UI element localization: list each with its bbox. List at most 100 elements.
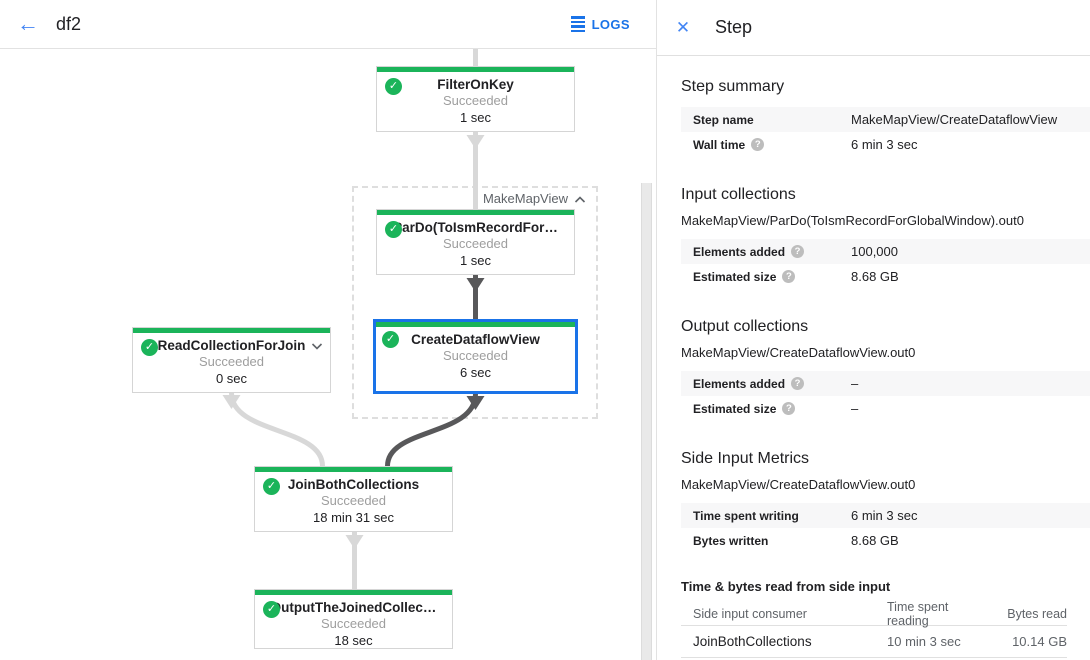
panel-body: Step summary Step name MakeMapView/Creat… xyxy=(657,56,1090,658)
panel-title: Step xyxy=(715,17,753,37)
side-input-collection-name: MakeMapView/CreateDataflowView.out0 xyxy=(681,477,916,492)
output-collections-rows: Elements added? – Estimated size? – xyxy=(681,371,1090,421)
graph-edges xyxy=(222,49,485,589)
logs-button-label: LOGS xyxy=(591,16,630,32)
node-time: 18 min 31 sec xyxy=(313,510,394,525)
kv-value-bytes-written: 8.68 GB xyxy=(851,533,899,548)
kv-row-wall-time: Wall time? 6 min 3 sec xyxy=(681,132,1090,157)
help-icon[interactable]: ? xyxy=(782,402,796,415)
col-header-side-input-consumer: Side input consumer xyxy=(693,607,807,621)
node-title: FilterOnKey xyxy=(437,77,514,92)
node-status: Succeeded xyxy=(198,354,265,369)
section-heading-step-summary: Step summary xyxy=(681,78,785,95)
side-input-table-heading: Time & bytes read from side input xyxy=(681,579,891,594)
kv-value-step-name: MakeMapView/CreateDataflowView xyxy=(851,112,1058,127)
check-circle-icon: ✓ xyxy=(385,78,402,95)
node-title: ReadCollectionForJoin xyxy=(157,338,306,353)
section-heading-output-collections: Output collections xyxy=(681,318,809,335)
group-label-text: MakeMapView xyxy=(482,191,568,206)
help-icon[interactable]: ? xyxy=(791,377,805,390)
kv-label-text: Time spent writing xyxy=(693,508,799,523)
kv-label-text: Elements added xyxy=(693,244,786,259)
node-status-bar xyxy=(376,322,575,327)
kv-label-text: Wall time xyxy=(693,137,746,152)
help-icon[interactable]: ? xyxy=(791,245,805,258)
node-title: JoinBothCollections xyxy=(287,477,420,492)
step-details-panel: ✕ Step Step summary Step name MakeMapVie… xyxy=(656,0,1090,660)
kv-value-time-spent-writing: 6 min 3 sec xyxy=(851,508,918,523)
cell-bytes-read: 10.14 GB xyxy=(1012,634,1067,649)
graph-node-output-the-joined[interactable]: ✓ OutputTheJoinedCollec… Succeeded 18 se… xyxy=(254,589,453,649)
kv-row-estimated-size: Estimated size? 8.68 GB xyxy=(681,264,1090,289)
makemapview-group-label[interactable]: MakeMapView xyxy=(352,191,586,206)
chevron-down-icon[interactable] xyxy=(311,337,323,355)
help-icon[interactable]: ? xyxy=(751,138,765,151)
kv-label-text: Estimated size xyxy=(693,401,777,416)
check-circle-icon: ✓ xyxy=(385,221,402,238)
logs-list-icon xyxy=(570,16,585,32)
kv-row-estimated-size: Estimated size? – xyxy=(681,396,1090,421)
section-heading-input-collections: Input collections xyxy=(681,186,796,203)
node-status: Succeeded xyxy=(442,236,509,251)
arrow-left-icon: ← xyxy=(17,11,39,36)
kv-label-text: Bytes written xyxy=(693,533,769,548)
kv-value-elements-added: 100,000 xyxy=(851,244,898,259)
node-status: Succeeded xyxy=(320,493,387,508)
section-heading-side-input-metrics: Side Input Metrics xyxy=(681,450,810,467)
kv-row-elements-added: Elements added? – xyxy=(681,371,1090,396)
logs-button[interactable]: LOGS xyxy=(570,16,630,32)
job-title: df2 xyxy=(56,13,82,34)
check-circle-icon: ✓ xyxy=(263,601,280,618)
kv-row-elements-added: Elements added? 100,000 xyxy=(681,239,1090,264)
chevron-up-icon[interactable] xyxy=(574,196,586,204)
pipeline-graph-pane: MakeMapView ✓ FilterOnKey Succeeded 1 se… xyxy=(132,49,652,660)
kv-row-bytes-written: Bytes written 8.68 GB xyxy=(681,528,1090,553)
help-icon[interactable]: ? xyxy=(782,270,796,283)
graph-node-read-collection-for-join[interactable]: ✓ ReadCollectionForJoin Succeeded 0 sec xyxy=(132,327,331,393)
node-status: Succeeded xyxy=(320,616,387,631)
node-time: 1 sec xyxy=(459,110,492,125)
input-collections-rows: Elements added? 100,000 Estimated size? … xyxy=(681,239,1090,289)
kv-label-text: Step name xyxy=(693,112,754,127)
node-title: OutputTheJoinedCollec… xyxy=(270,600,437,615)
close-button[interactable]: ✕ xyxy=(663,8,703,48)
kv-label-text: Estimated size xyxy=(693,269,777,284)
step-summary-rows: Step name MakeMapView/CreateDataflowView… xyxy=(681,107,1090,157)
kv-value-wall-time: 6 min 3 sec xyxy=(851,137,918,152)
graph-node-filter-on-key[interactable]: ✓ FilterOnKey Succeeded 1 sec xyxy=(376,66,575,132)
panel-header: ✕ Step xyxy=(657,0,1090,56)
graph-node-pardo-toismrecord[interactable]: ✓ ParDo(ToIsmRecordFor… Succeeded 1 sec xyxy=(376,209,575,275)
node-status-bar xyxy=(255,467,452,472)
kv-value-estimated-size: – xyxy=(851,401,859,416)
col-header-time-spent-reading: Time spent reading xyxy=(887,600,949,628)
node-status-bar xyxy=(255,590,452,595)
side-input-table: Side input consumer Time spent reading B… xyxy=(681,600,1067,658)
col-header-bytes-read: Bytes read xyxy=(1007,607,1067,621)
node-status-bar xyxy=(377,67,574,72)
kv-value-elements-added: – xyxy=(851,376,859,391)
back-button[interactable]: ← xyxy=(8,4,48,44)
input-collection-name: MakeMapView/ParDo(ToIsmRecordForGlobalWi… xyxy=(681,213,1024,228)
graph-node-join-both-collections[interactable]: ✓ JoinBothCollections Succeeded 18 min 3… xyxy=(254,466,453,532)
kv-label-text: Elements added xyxy=(693,376,786,391)
graph-vertical-scrollbar[interactable] xyxy=(641,183,652,660)
close-icon: ✕ xyxy=(675,17,691,37)
kv-value-estimated-size: 8.68 GB xyxy=(851,269,899,284)
node-time: 1 sec xyxy=(459,253,492,268)
node-time: 6 sec xyxy=(459,365,492,380)
side-input-metrics-rows: Time spent writing 6 min 3 sec Bytes wri… xyxy=(681,503,1090,553)
node-status-bar xyxy=(133,328,330,333)
graph-node-create-dataflow-view[interactable]: ✓ CreateDataflowView Succeeded 6 sec xyxy=(373,319,578,394)
node-status: Succeeded xyxy=(442,348,509,363)
node-time: 18 sec xyxy=(334,633,373,648)
cell-time-spent-reading: 10 min 3 sec xyxy=(887,634,961,649)
node-status-bar xyxy=(377,210,574,215)
check-circle-icon: ✓ xyxy=(263,478,280,495)
kv-row-time-spent-writing: Time spent writing 6 min 3 sec xyxy=(681,503,1090,528)
node-title: CreateDataflowView xyxy=(411,332,540,347)
node-title: ParDo(ToIsmRecordFor… xyxy=(393,220,558,235)
output-collection-name: MakeMapView/CreateDataflowView.out0 xyxy=(681,345,916,360)
check-circle-icon: ✓ xyxy=(382,331,399,348)
check-circle-icon: ✓ xyxy=(141,339,158,356)
